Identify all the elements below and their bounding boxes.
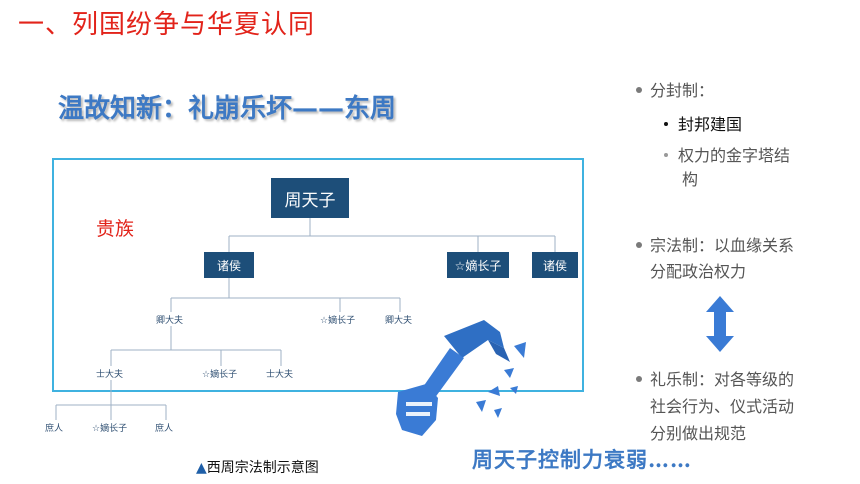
node-scholar-right: 士大夫 xyxy=(266,370,294,380)
caption-text: 西周宗法制示意图 xyxy=(206,460,319,476)
decline-caption: 周天子控制力衰弱…… xyxy=(472,447,692,472)
sub-bullet-pyramid: 权力的金字塔结 xyxy=(664,144,790,168)
sub-bullet-dot-icon xyxy=(664,121,668,126)
bullet-dot-icon xyxy=(636,241,642,248)
bullet-liyue-line3: 分别做出规范 xyxy=(650,424,747,443)
sub-bullet-dot-icon xyxy=(664,152,668,157)
node-heir-mid: ☆嫡长子 xyxy=(320,316,356,326)
bullet-fengjian-text: 分封制： xyxy=(650,81,715,100)
bullet-zongfa: 宗法制：以血缘关系 xyxy=(636,234,794,258)
node-minister-left: 卿大夫 xyxy=(156,316,184,326)
node-scholar-left: 士大夫 xyxy=(96,370,124,380)
bullet-dot-icon xyxy=(636,86,642,93)
diagram-frame xyxy=(52,158,584,392)
bullet-liyue: 礼乐制：对各等级的 xyxy=(636,368,794,392)
triangle-icon: ▲ xyxy=(196,460,207,476)
double-arrow-icon xyxy=(706,296,734,352)
sub-bullet-pyramid-line2: 构 xyxy=(682,170,699,189)
node-commoner-right: 庶人 xyxy=(155,424,174,434)
bullet-fengjian: 分封制： xyxy=(636,79,714,103)
diagram-caption: ▲西周宗法制示意图 xyxy=(196,457,319,477)
sub-bullet-pyramid-line1: 权力的金字塔结 xyxy=(678,146,791,165)
node-commoner-left: 庶人 xyxy=(45,424,64,434)
bullet-zongfa-line1: 宗法制：以血缘关系 xyxy=(650,236,795,255)
hammer-icon xyxy=(396,320,526,436)
node-zhou-king: 周天子 xyxy=(271,178,349,218)
node-minister-right: 卿大夫 xyxy=(385,316,413,326)
node-heir-bottom: ☆嫡长子 xyxy=(92,424,128,434)
sub-bullet-fengjian: 封邦建国 xyxy=(664,113,742,137)
fist-icon xyxy=(396,384,438,436)
noble-label: 贵族 xyxy=(96,218,135,240)
node-lord-left: 诸侯 xyxy=(204,252,254,278)
bullet-dot-icon xyxy=(636,375,642,382)
node-heir-low: ☆嫡长子 xyxy=(202,370,238,380)
node-heir-top: ☆嫡长子 xyxy=(447,252,509,278)
node-lord-right: 诸侯 xyxy=(532,252,578,278)
bullet-liyue-line2: 社会行为、仪式活动 xyxy=(650,397,795,416)
page-heading: 一、列国纷争与华夏认同 xyxy=(18,10,316,40)
bullet-liyue-line1: 礼乐制：对各等级的 xyxy=(650,370,795,389)
slide-subtitle: 温故知新：礼崩乐坏——东周 xyxy=(58,94,397,124)
bullet-zongfa-line2: 分配政治权力 xyxy=(650,262,747,281)
sub-bullet-fengjian-text: 封邦建国 xyxy=(678,115,743,134)
